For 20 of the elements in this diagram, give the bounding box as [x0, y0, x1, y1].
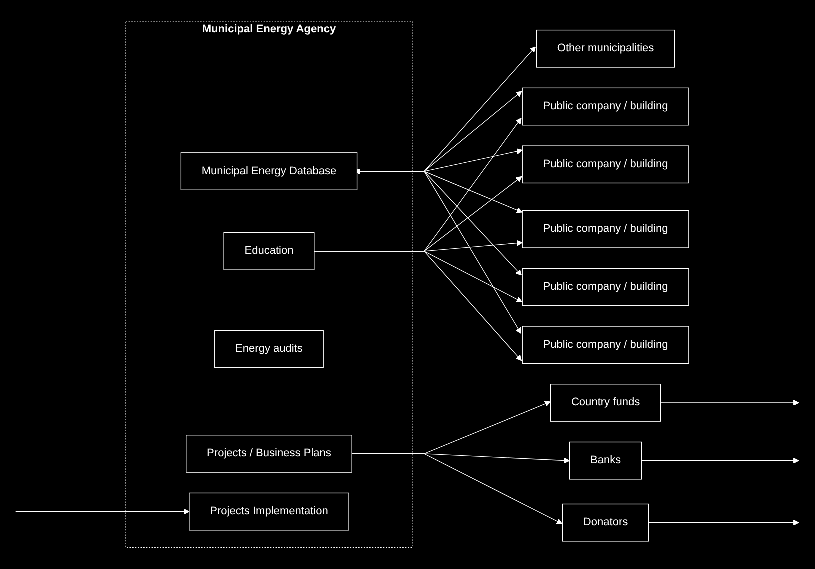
node-box: Projects Implementation	[189, 492, 350, 531]
node-box: Public company / building	[522, 268, 690, 306]
node-box: Country funds	[550, 384, 662, 422]
arrow	[641, 458, 800, 464]
arrow	[314, 251, 522, 362]
node-box: Energy audits	[214, 330, 324, 368]
node-box: Projects / Business Plans	[186, 435, 352, 473]
node-box: Public company / building	[522, 326, 690, 364]
node-box: Public company / building	[522, 88, 690, 126]
arrow	[16, 508, 190, 515]
node-box: Public company / building	[522, 146, 690, 184]
node-box: Donators	[562, 504, 650, 542]
node-box: Banks	[569, 442, 642, 480]
node-box: Education	[224, 232, 315, 270]
arrow	[660, 400, 800, 406]
node-box: Other municipalities	[536, 30, 676, 68]
node-box: Public company / building	[522, 210, 690, 248]
arrow	[648, 520, 800, 526]
node-box: Municipal Energy Database	[180, 152, 358, 190]
arrow	[352, 454, 563, 524]
